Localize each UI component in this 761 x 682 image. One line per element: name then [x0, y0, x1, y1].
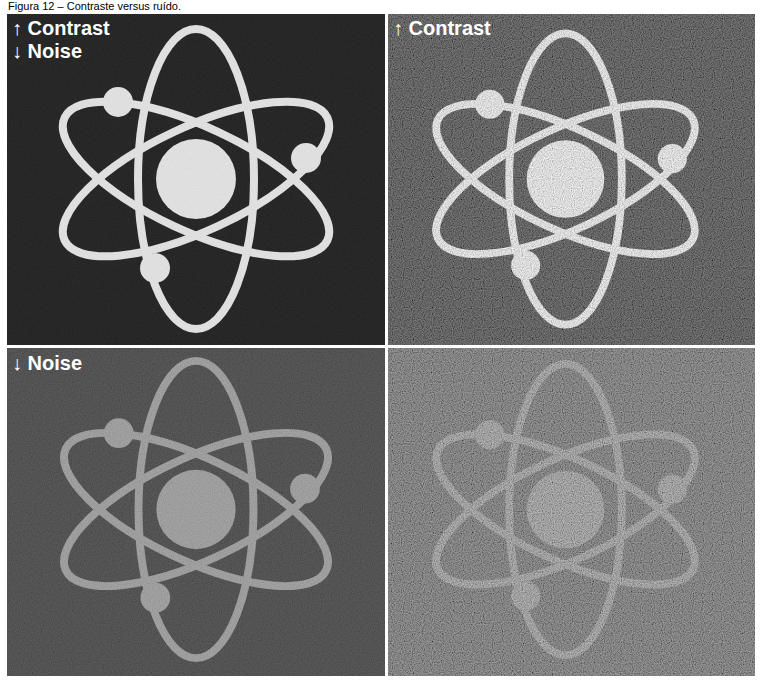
panel-low-contrast-low-noise: [7, 348, 385, 676]
panel-label: ↓ Noise: [12, 352, 82, 374]
figure-title: Figura 12 – Contraste versus ruído.: [8, 0, 181, 13]
atom-illustration: [388, 14, 755, 345]
atom-illustration: [7, 348, 385, 676]
panel-high-contrast-low-noise: [7, 14, 385, 345]
atom-illustration: [388, 348, 755, 676]
panel-label: ↑ Contrast: [12, 17, 110, 39]
panel-high-contrast-high-noise: [388, 14, 755, 345]
panel-label: ↓ Noise: [12, 40, 82, 62]
atom-illustration: [7, 14, 385, 345]
panel-low-contrast-high-noise: [388, 348, 755, 676]
panel-label: ↑ Contrast: [393, 17, 491, 39]
